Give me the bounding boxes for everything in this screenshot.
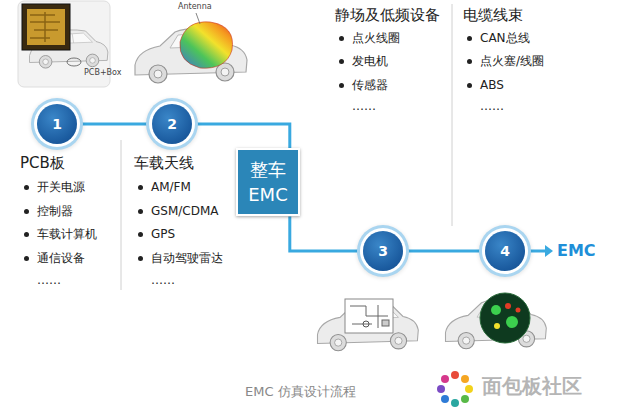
list-item: 传感器 <box>337 77 388 93</box>
list-item: 自动驾驶雷达 <box>136 250 223 266</box>
field-spot <box>505 303 511 309</box>
watermark-text: 面包板社区 <box>482 373 582 399</box>
list-item: 点火线圈 <box>337 30 400 46</box>
step-number: 3 <box>363 231 403 271</box>
flow-connector <box>403 250 485 253</box>
schematic-panel <box>345 299 393 333</box>
field-spot <box>506 316 518 328</box>
list-item: 开关电源 <box>22 179 85 195</box>
ellipsis: …… <box>480 98 504 114</box>
image-callout: PCB+Box <box>84 68 121 78</box>
figure-caption: EMC 仿真设计流程 <box>245 384 356 400</box>
pcb-traces <box>30 12 60 42</box>
list-item: 车载计算机 <box>22 226 97 242</box>
arrow-head <box>545 245 553 257</box>
step-number: 1 <box>37 104 77 144</box>
list-item: ABS <box>465 77 504 93</box>
field-plot <box>480 293 530 343</box>
schematic-symbol <box>363 321 369 327</box>
step-number-circle: 1 <box>37 104 77 144</box>
logo-dot <box>451 371 459 379</box>
callout-ring <box>67 58 81 66</box>
category-heading: 车载天线 <box>134 153 194 173</box>
image-callout: Antenna <box>178 2 212 12</box>
logo-dot <box>441 395 449 403</box>
field-spot <box>516 308 521 313</box>
ellipsis: …… <box>352 98 376 114</box>
cable-car-image <box>446 293 547 349</box>
flow-connector <box>192 124 290 148</box>
category-heading: PCB板 <box>20 153 65 173</box>
pcb-copper <box>27 9 65 45</box>
field-spot <box>494 323 500 329</box>
logo-dot <box>441 375 449 383</box>
antenna-car-image <box>135 13 247 83</box>
list-item: 点火塞/线圈 <box>465 53 544 69</box>
step-number-circle: 4 <box>485 231 525 271</box>
schematic-lines <box>350 305 388 328</box>
list-item: GPS <box>136 226 175 242</box>
radiation-pattern <box>180 22 233 68</box>
node-text: 整车 EMC <box>242 157 294 207</box>
list-item: GSM/CDMA <box>136 203 219 219</box>
field-spot <box>491 305 501 315</box>
category-heading: 电缆线束 <box>463 5 523 25</box>
divider <box>121 140 122 290</box>
list-item: CAN总线 <box>465 30 530 46</box>
schematic-symbol <box>382 320 389 326</box>
list-item: 发电机 <box>337 53 388 69</box>
step-number-circle: 2 <box>152 104 192 144</box>
list-item: 通信设备 <box>22 250 85 266</box>
pcb-board <box>22 4 70 50</box>
flow-connector <box>77 123 152 126</box>
ellipsis: …… <box>37 272 61 288</box>
list-item: AM/FM <box>136 179 191 195</box>
watermark-logo <box>437 371 473 407</box>
list-item: 控制器 <box>22 203 73 219</box>
divider <box>452 4 453 226</box>
step-number-circle: 3 <box>363 231 403 271</box>
lowfreq-car-image <box>318 299 419 351</box>
flow-connector <box>290 216 363 251</box>
logo-dot <box>437 385 445 393</box>
vehicle-emc-box: 整车 EMC <box>236 148 300 216</box>
logo-dot <box>451 399 459 407</box>
step-number: 2 <box>152 104 192 144</box>
category-heading: 静场及低频设备 <box>335 5 440 25</box>
logo-dot <box>461 375 469 383</box>
step-number: 4 <box>485 231 525 271</box>
logo-dot <box>461 395 469 403</box>
logo-dot <box>465 385 473 393</box>
ellipsis: …… <box>151 272 175 288</box>
flow-end-label: EMC <box>557 241 596 261</box>
leader-line <box>196 13 200 24</box>
